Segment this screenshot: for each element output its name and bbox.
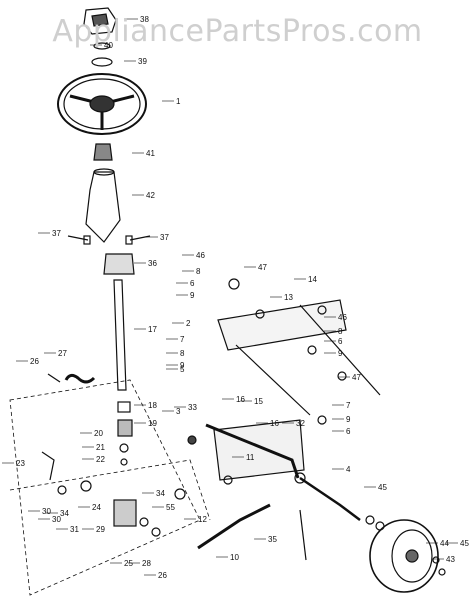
part-callout-3: 39 (138, 57, 147, 66)
part-callout-27: 13 (284, 293, 293, 302)
wheel-part (369, 519, 439, 593)
steering-wheel-part (57, 73, 147, 135)
part-callout-48: 30 (42, 507, 51, 516)
part-callout-7: 37 (52, 229, 61, 238)
part-callout-22: 8 (180, 349, 185, 358)
part-callout-57: 29 (96, 525, 105, 534)
part-callout-35: 6 (346, 427, 351, 436)
part-callout-34: 9 (346, 415, 351, 424)
part-callout-6: 42 (146, 191, 155, 200)
part-callout-36: 16 (236, 395, 245, 404)
part-callout-14: 21 (96, 443, 105, 452)
part-callout-32: 47 (352, 373, 361, 382)
shaft-part (113, 279, 127, 391)
cap-part (83, 7, 117, 35)
part-callout-2: 40 (104, 41, 113, 50)
part-callout-16: 46 (196, 251, 205, 260)
part-callout-30: 6 (338, 337, 343, 346)
part-callout-53: 23 (16, 459, 25, 468)
part-callout-49: 34 (60, 509, 69, 518)
part-callout-9: 36 (148, 259, 157, 268)
part-callout-56: 24 (92, 503, 101, 512)
part-callout-38: 16 (270, 419, 279, 428)
part-callout-20: 2 (186, 319, 191, 328)
part-callout-46: 55 (166, 503, 175, 512)
part-callout-31: 9 (338, 349, 343, 358)
part-callout-41: 32 (296, 419, 305, 428)
part-callout-42: 4 (346, 465, 351, 474)
frame-part (217, 299, 347, 351)
part-callout-17: 8 (196, 267, 201, 276)
part-callout-61: 45 (378, 483, 387, 492)
part-callout-25: 47 (258, 263, 267, 272)
part-callout-11: 18 (148, 401, 157, 410)
part-callout-13: 20 (94, 429, 103, 438)
part-callout-18: 6 (190, 279, 195, 288)
drag-link-part (197, 503, 271, 550)
part-callout-47: 10 (230, 553, 239, 562)
part-callout-28: 46 (338, 313, 347, 322)
part-callout-10: 17 (148, 325, 157, 334)
part-callout-12: 19 (148, 419, 157, 428)
part-callout-4: 1 (176, 97, 181, 106)
part-callout-59: 28 (142, 559, 151, 568)
part-callout-62: 44 (440, 539, 449, 548)
watermark: AppliancePartsPros.com (52, 14, 423, 49)
part-callout-58: 25 (124, 559, 133, 568)
part-callout-60: 26 (158, 571, 167, 580)
part-callout-64: 45 (460, 539, 469, 548)
part-callout-1: 38 (140, 15, 149, 24)
part-callout-15: 22 (96, 455, 105, 464)
part-callout-33: 7 (346, 401, 351, 410)
part-callout-8: 37 (160, 233, 169, 242)
tie-rod-part (205, 423, 300, 479)
part-callout-40: 33 (188, 403, 197, 412)
part-callout-52: 27 (58, 349, 67, 358)
washer-part (91, 57, 113, 67)
part-callout-43: 11 (246, 453, 255, 462)
part-callout-39: 3 (176, 407, 181, 416)
part-callout-19: 9 (190, 291, 195, 300)
part-callout-44: 34 (156, 489, 165, 498)
part-callout-51: 26 (30, 357, 39, 366)
part-callout-5: 41 (146, 149, 155, 158)
part-callout-63: 43 (446, 555, 455, 564)
boot-part (85, 171, 121, 243)
part-callout-23: 9 (180, 361, 185, 370)
part-callout-21: 7 (180, 335, 185, 344)
part-callout-29: 8 (338, 327, 343, 336)
washer-part (93, 42, 111, 50)
adapter-part (93, 143, 113, 161)
part-callout-50: 35 (268, 535, 277, 544)
part-callout-26: 14 (308, 275, 317, 284)
part-callout-54: 30 (52, 515, 61, 524)
part-callout-55: 31 (70, 525, 79, 534)
part-callout-37: 15 (254, 397, 263, 406)
part-callout-24: 5 (180, 365, 185, 374)
bracket-part (103, 253, 135, 275)
part-callout-45: 12 (198, 515, 207, 524)
